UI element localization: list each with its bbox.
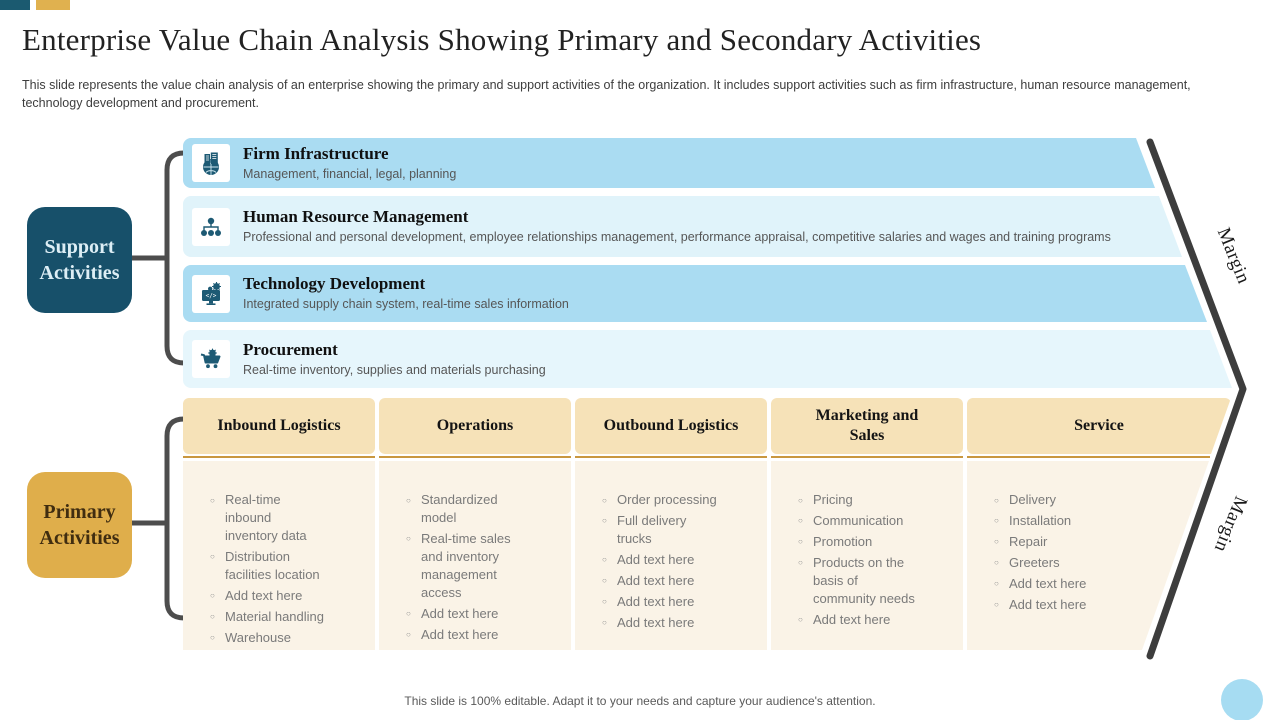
bar-desc: Integrated supply chain system, real-tim… (243, 297, 569, 312)
column-underline (967, 456, 1210, 458)
column-underline (771, 456, 963, 458)
bar-title: Human Resource Management (243, 207, 469, 227)
bullet-item: Add text here (601, 572, 719, 590)
monitor-gear-icon: </> (192, 274, 230, 313)
page-title: Enterprise Value Chain Analysis Showing … (22, 22, 982, 57)
bullet-item: Add text here (797, 611, 915, 629)
support-bar-procurement: Procurement Real-time inventory, supplie… (183, 330, 1232, 388)
column-body-marketing-and-sales: PricingCommunicationPromotionProducts on… (771, 461, 963, 650)
column-header-label: Outbound Logistics (603, 417, 739, 434)
bullet-list: PricingCommunicationPromotionProducts on… (771, 461, 963, 629)
primary-activities-box: Primary Activities (27, 472, 132, 578)
shopping-cart-icon (192, 340, 230, 378)
bullet-item: Pricing (797, 491, 915, 509)
bullet-item: Products on the basis of community needs (797, 554, 915, 608)
bullet-item: Installation (993, 512, 1111, 530)
column-header-inbound-logistics: Inbound Logistics (183, 398, 375, 454)
bar-desc: Professional and personal development, e… (243, 230, 1111, 245)
primary-activities-label: Primary Activities (39, 501, 120, 549)
column-header-label: Operations (436, 417, 514, 434)
primary-bracket-line (129, 416, 187, 621)
bullet-item: Standardized model (405, 491, 523, 527)
bullet-item: Distribution facilities location (209, 548, 327, 584)
accent-bar-gold (36, 0, 70, 10)
column-body-operations: Standardized modelReal-time sales and in… (379, 461, 571, 650)
footer-note: This slide is 100% editable. Adapt it to… (404, 694, 876, 708)
bar-desc: Real-time inventory, supplies and materi… (243, 362, 546, 377)
support-bar-technology-development: </> Technology Development Integrated su… (183, 265, 1207, 322)
slide-subtitle: This slide represents the value chain an… (22, 78, 1191, 111)
bullet-item: Delivery (993, 491, 1111, 509)
bullet-item: Add text here (601, 593, 719, 611)
column-underline (379, 456, 571, 458)
column-header-label: Marketing and Sales (815, 407, 919, 444)
bullet-item: Add text here (601, 614, 719, 632)
bullet-item: Real-time inbound inventory data (209, 491, 327, 545)
support-bracket-line (129, 150, 187, 366)
bullet-item: Add text here (993, 575, 1111, 593)
support-bar-human-resource-management: Human Resource Management Professional a… (183, 196, 1182, 257)
bullet-list: Real-time inbound inventory dataDistribu… (183, 461, 375, 647)
column-underline (575, 456, 767, 458)
column-body-outbound-logistics: Order processingFull delivery trucksAdd … (575, 461, 767, 650)
bullet-item: Communication (797, 512, 915, 530)
bullet-item: Add text here (993, 596, 1111, 614)
svg-text:</>: </> (206, 292, 217, 299)
bullet-item: Warehouse (209, 629, 327, 647)
bar-title: Firm Infrastructure (243, 143, 389, 163)
bullet-item: Real-time sales and inventory management… (405, 530, 523, 602)
margin-label-top: Margin (1212, 224, 1255, 287)
bullet-item: Promotion (797, 533, 915, 551)
support-activities-box: Support Activities (27, 207, 132, 313)
bullet-list: Standardized modelReal-time sales and in… (379, 461, 571, 644)
buildings-globe-icon (192, 144, 230, 182)
bullet-item: Full delivery trucks (601, 512, 719, 548)
org-chart-icon (192, 207, 230, 246)
support-activities-label: Support Activities (39, 236, 120, 284)
bar-title: Procurement (243, 339, 338, 359)
bullet-item: Material handling (209, 608, 327, 626)
column-header-label: Inbound Logistics (217, 417, 341, 434)
column-body-service: DeliveryInstallationRepairGreetersAdd te… (967, 461, 1209, 650)
column-header-label: Service (1074, 417, 1124, 434)
column-header-marketing-and-sales: Marketing and Sales (771, 398, 963, 454)
bar-desc: Management, financial, legal, planning (243, 166, 457, 181)
bullet-item: Add text here (405, 626, 523, 644)
bullet-item: Add text here (601, 551, 719, 569)
decorative-circle (1221, 679, 1263, 720)
bullet-list: DeliveryInstallationRepairGreetersAdd te… (967, 461, 1209, 614)
support-bar-firm-infrastructure: Firm Infrastructure Management, financia… (183, 138, 1155, 188)
bullet-item: Add text here (209, 587, 327, 605)
margin-label-bottom: Margin (1209, 493, 1252, 556)
column-header-service: Service (967, 398, 1231, 454)
accent-bar-teal (0, 0, 30, 10)
bullet-item: Greeters (993, 554, 1111, 572)
column-body-inbound-logistics: Real-time inbound inventory dataDistribu… (183, 461, 375, 650)
bullet-item: Add text here (405, 605, 523, 623)
column-underline (183, 456, 375, 458)
bullet-item: Order processing (601, 491, 719, 509)
bullet-list: Order processingFull delivery trucksAdd … (575, 461, 767, 632)
column-header-operations: Operations (379, 398, 571, 454)
column-header-outbound-logistics: Outbound Logistics (575, 398, 767, 454)
bullet-item: Repair (993, 533, 1111, 551)
bar-title: Technology Development (243, 274, 426, 294)
